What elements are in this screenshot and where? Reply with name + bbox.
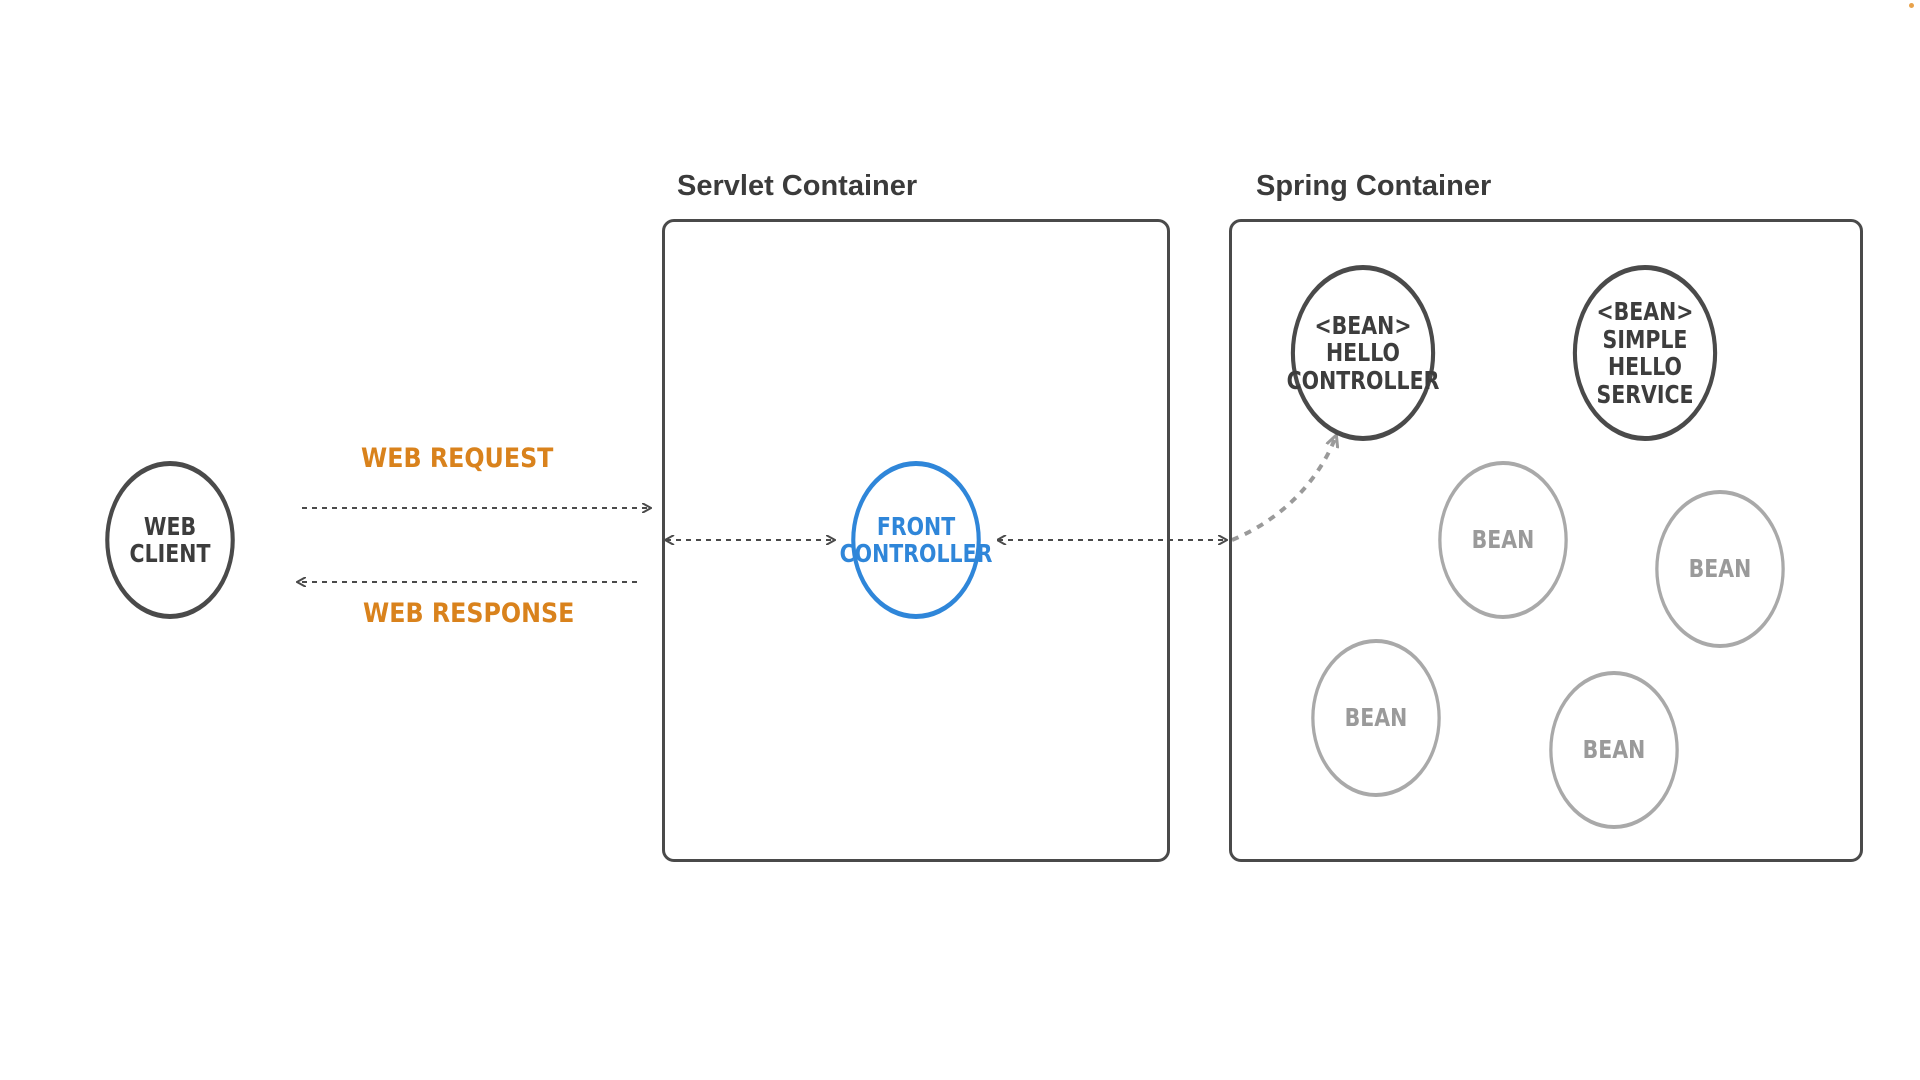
spring-container-title: Spring Container (1256, 170, 1492, 202)
web-client-label: WEB CLIENT (129, 511, 211, 568)
front-controller-label: FRONT CONTROLLER (839, 511, 993, 568)
front-controller-node: FRONT CONTROLLER (840, 461, 992, 619)
bean-node: BEAN (1438, 461, 1568, 619)
simple-hello-service-label: <BEAN> SIMPLE HELLO SERVICE (1596, 297, 1694, 409)
dispatch-to-hello-controller-arrow (1231, 436, 1336, 542)
web-response-label: WEB RESPONSE (363, 598, 575, 629)
bean-label: BEAN (1344, 703, 1408, 733)
web-client-node: WEB CLIENT (105, 461, 235, 619)
bean-node: BEAN (1549, 671, 1679, 829)
hello-controller-label: <BEAN> HELLO CONTROLLER (1286, 310, 1440, 395)
simple-hello-service-bean-node: <BEAN> SIMPLE HELLO SERVICE (1572, 265, 1718, 441)
bean-node: BEAN (1655, 490, 1785, 648)
bean-label: BEAN (1582, 735, 1646, 765)
bean-label: BEAN (1471, 525, 1535, 555)
spring-container-box (1229, 219, 1863, 862)
bean-label: BEAN (1688, 554, 1752, 584)
bean-node: BEAN (1311, 639, 1441, 797)
servlet-container-box (662, 219, 1170, 862)
corner-dot (1909, 3, 1914, 8)
web-request-label: WEB REQUEST (361, 443, 554, 474)
servlet-container-title: Servlet Container (677, 170, 918, 202)
hello-controller-bean-node: <BEAN> HELLO CONTROLLER (1287, 265, 1439, 441)
